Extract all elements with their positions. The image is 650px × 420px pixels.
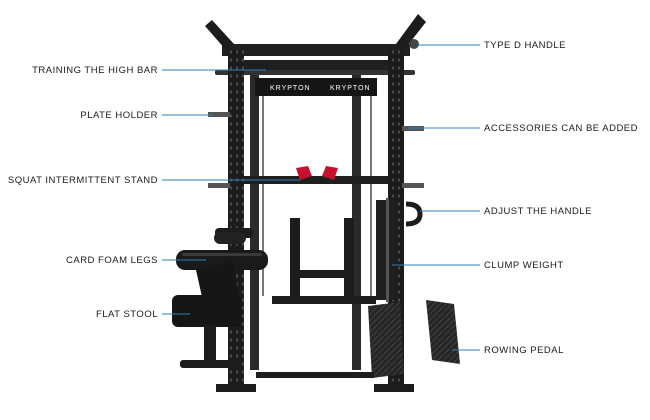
weight-stack-guide [386, 198, 389, 302]
adjust-handle-shape [405, 201, 423, 227]
j-hook-right [322, 166, 338, 180]
label-d-handle: TYPE D HANDLE [484, 40, 566, 51]
center-post-right [344, 218, 354, 298]
label-flat-stool: FLAT STOOL [95, 309, 158, 320]
top-crossbar-back [222, 44, 410, 56]
stool-back [196, 262, 240, 306]
label-accessories: ACCESSORIES CAN BE ADDED [484, 123, 639, 134]
cable-right [370, 96, 372, 296]
pull-up-bar [215, 70, 415, 75]
base-left [216, 384, 256, 392]
rear-upright-left [250, 70, 259, 370]
label-squat-stand: SQUAT INTERMITTENT STAND [7, 175, 158, 186]
base-right [374, 384, 414, 392]
label-adjust-handle: ADJUST THE HANDLE [484, 206, 592, 217]
d-handle-pulley [409, 39, 419, 49]
label-clump-weight: CLUMP WEIGHT [484, 260, 564, 271]
pedal-left [368, 302, 404, 378]
center-post-left [290, 218, 300, 298]
pedal-right [426, 300, 460, 364]
top-left-angled-arm [205, 20, 234, 50]
label-high-bar: TRAINING THE HIGH BAR [32, 65, 158, 76]
center-base [272, 296, 376, 304]
center-stand-brace [290, 270, 354, 278]
brand-text-left: KRYPTON [270, 85, 311, 92]
top-crossbar-front [228, 60, 404, 70]
brand-text-right: KRYPTON [330, 85, 371, 92]
plate-peg-left-mid [208, 183, 230, 188]
label-rowing-pedal: ROWING PEDAL [484, 345, 564, 356]
front-upright-left [228, 50, 244, 390]
top-right-angled-arm [396, 14, 426, 50]
plate-peg-right-mid [402, 183, 424, 188]
plate-peg-left-top [208, 112, 230, 117]
base-mid [256, 372, 374, 378]
stool-leg [204, 325, 216, 365]
foam-roller-top [214, 232, 246, 244]
rear-upright-right [352, 70, 361, 370]
stool-foot [180, 360, 238, 368]
cable-left [262, 96, 264, 296]
label-plate-holder: PLATE HOLDER [80, 110, 158, 121]
stool-seat [172, 295, 242, 327]
label-foam-legs: CARD FOAM LEGS [66, 255, 158, 266]
j-hook-left [296, 166, 312, 180]
brand-plate [255, 78, 377, 96]
foam-pad-highlight [182, 253, 262, 256]
squat-stand-bar [244, 176, 388, 184]
